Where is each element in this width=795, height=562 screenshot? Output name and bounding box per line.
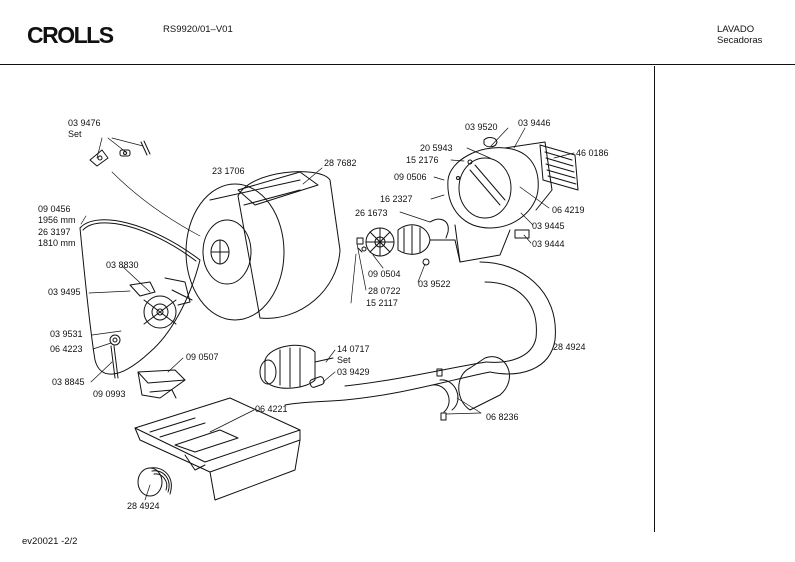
knob-icon [484,138,497,147]
part-label: 06 4223 [50,344,83,354]
part-label: 03 9446 [518,118,551,128]
support-bracket-icon [138,370,185,398]
part-label: 06 4221 [255,404,288,414]
part-label: 14 0717 [337,344,370,354]
part-label: 28 4924 [553,342,586,352]
part-label: 03 8830 [106,260,139,270]
part-label: 03 9429 [337,367,370,377]
part-label: 16 2327 [380,194,413,204]
header-rule [0,64,795,65]
part-label: 03 9522 [418,279,451,289]
part-label: 15 2117 [366,298,398,308]
drum-icon [186,172,340,320]
part-label: 26 3197 [38,227,71,237]
brand-logo: CROLLS [27,22,114,48]
model-number: RS9920/01–V01 [163,24,233,35]
part-label: 09 0993 [93,389,126,399]
air-duct-housing-icon [430,142,552,262]
cable-line [112,172,200,236]
category-secadoras: Secadoras [717,35,763,46]
part-label: 06 4219 [552,205,585,215]
part-label: 03 9476 [68,118,101,128]
part-label: 46 0186 [576,148,609,158]
part-label: 28 0722 [368,286,401,296]
hose-clip-icon [437,369,446,420]
right-margin-rule [654,66,655,532]
part-label: 23 1706 [212,166,245,176]
part-label: Set [337,355,351,365]
fan-impeller-icon [357,219,448,256]
part-label: 03 9444 [532,239,565,249]
hose-coil-icon [138,468,171,496]
fastener-set-icon [90,141,150,166]
part-label: 09 0504 [368,269,401,279]
motor-bracket-icon [130,278,192,328]
part-label: 15 2176 [406,155,439,165]
leader-lines [81,128,574,500]
category-lavado: LAVADO [717,24,755,35]
part-label: 03 9495 [48,287,81,297]
part-label: Set [68,129,82,139]
page-reference: ev20021 -2/2 [22,536,78,547]
part-label: 03 9445 [532,221,565,231]
drive-belt-icon [80,220,200,374]
part-label: 28 7682 [324,158,357,168]
fan-motor-icon [260,345,333,388]
part-label: 1810 mm [38,238,76,248]
base-plate-icon [135,398,300,500]
tensioner-pulley-icon [110,335,120,378]
exhaust-hose-icon [285,262,555,412]
part-label: 1956 mm [38,215,76,225]
part-label: 03 9531 [50,329,83,339]
part-label: 26 1673 [355,208,388,218]
part-label: 03 9520 [465,122,498,132]
lint-filter-icon [540,145,578,190]
part-label: 09 0507 [186,352,219,362]
screw-icon [358,247,429,265]
part-label: 09 0506 [394,172,427,182]
part-label: 09 0456 [38,204,71,214]
part-label: 03 8845 [52,377,85,387]
part-label: 20 5943 [420,143,453,153]
part-label: 28 4924 [127,501,160,511]
part-label: 06 8236 [486,412,519,422]
